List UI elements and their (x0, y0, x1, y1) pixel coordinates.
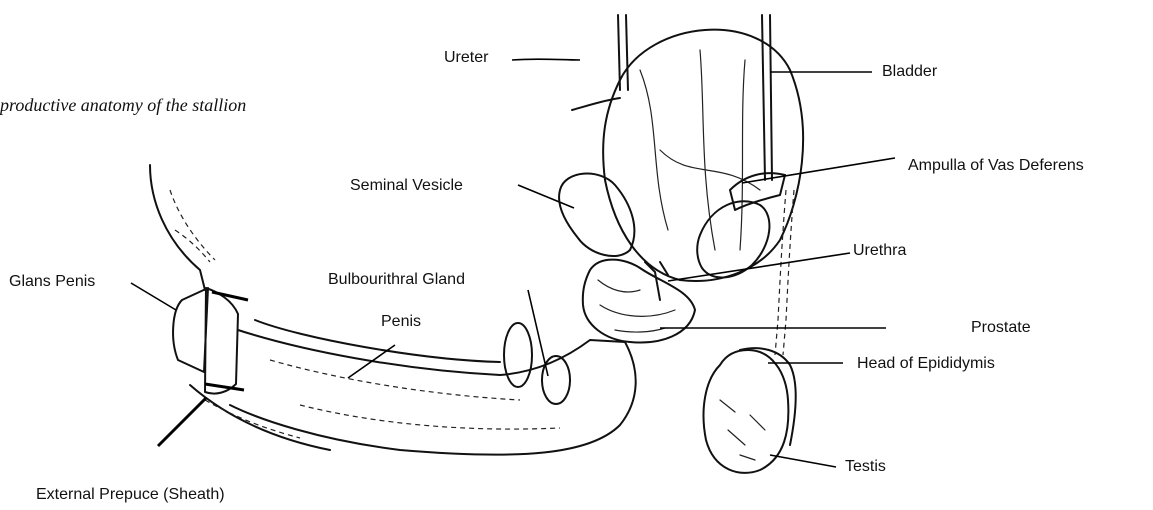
label-penis: Penis (381, 313, 421, 331)
penis-upper-edge (255, 320, 500, 362)
seminal-vesicle-right (697, 201, 769, 277)
prepuce-fold-lower (205, 384, 244, 390)
prepuce-fold-upper (212, 292, 248, 300)
label-ureter: Ureter (444, 49, 488, 67)
label-ampulla: Ampulla of Vas Deferens (908, 157, 1084, 175)
leader-seminal-vesicle (518, 185, 574, 208)
figure-caption: productive anatomy of the stallion (0, 95, 246, 116)
label-head-of-epididymis: Head of Epididymis (857, 355, 995, 373)
testis-texture (720, 400, 765, 460)
bladder-texture (640, 50, 760, 250)
label-seminal-vesicle: Seminal Vesicle (350, 177, 463, 195)
bulbourethral-gland-left (504, 323, 532, 387)
ureter-branch (572, 98, 620, 110)
label-glans-penis: Glans Penis (9, 273, 95, 291)
bulbourethral-gland-right (542, 356, 570, 404)
internal-prepuce-ring (205, 288, 238, 394)
ureter-left (618, 15, 628, 90)
prostate-shape (583, 260, 695, 343)
label-testis: Testis (845, 458, 886, 476)
glans-penis-shape (173, 288, 208, 372)
leader-glans (131, 283, 176, 310)
testis-shape (704, 350, 789, 473)
label-external-prepuce: External Prepuce (Sheath) (36, 486, 225, 504)
ureter-right (762, 15, 772, 180)
leader-testis (770, 455, 836, 467)
penis-dorsal-pattern (270, 360, 560, 429)
prostate-texture (598, 280, 675, 332)
seminal-vesicle-left (559, 174, 634, 257)
label-bladder: Bladder (882, 63, 937, 81)
leader-ureter (512, 59, 580, 60)
label-urethra: Urethra (853, 242, 906, 260)
sheath-skin-folds (170, 190, 300, 438)
label-prostate: Prostate (971, 319, 1031, 337)
leader-penis (348, 345, 395, 378)
label-bulbourethral-gland: Bulbourithral Gland (328, 271, 465, 289)
leader-external-prepuce (158, 398, 206, 446)
